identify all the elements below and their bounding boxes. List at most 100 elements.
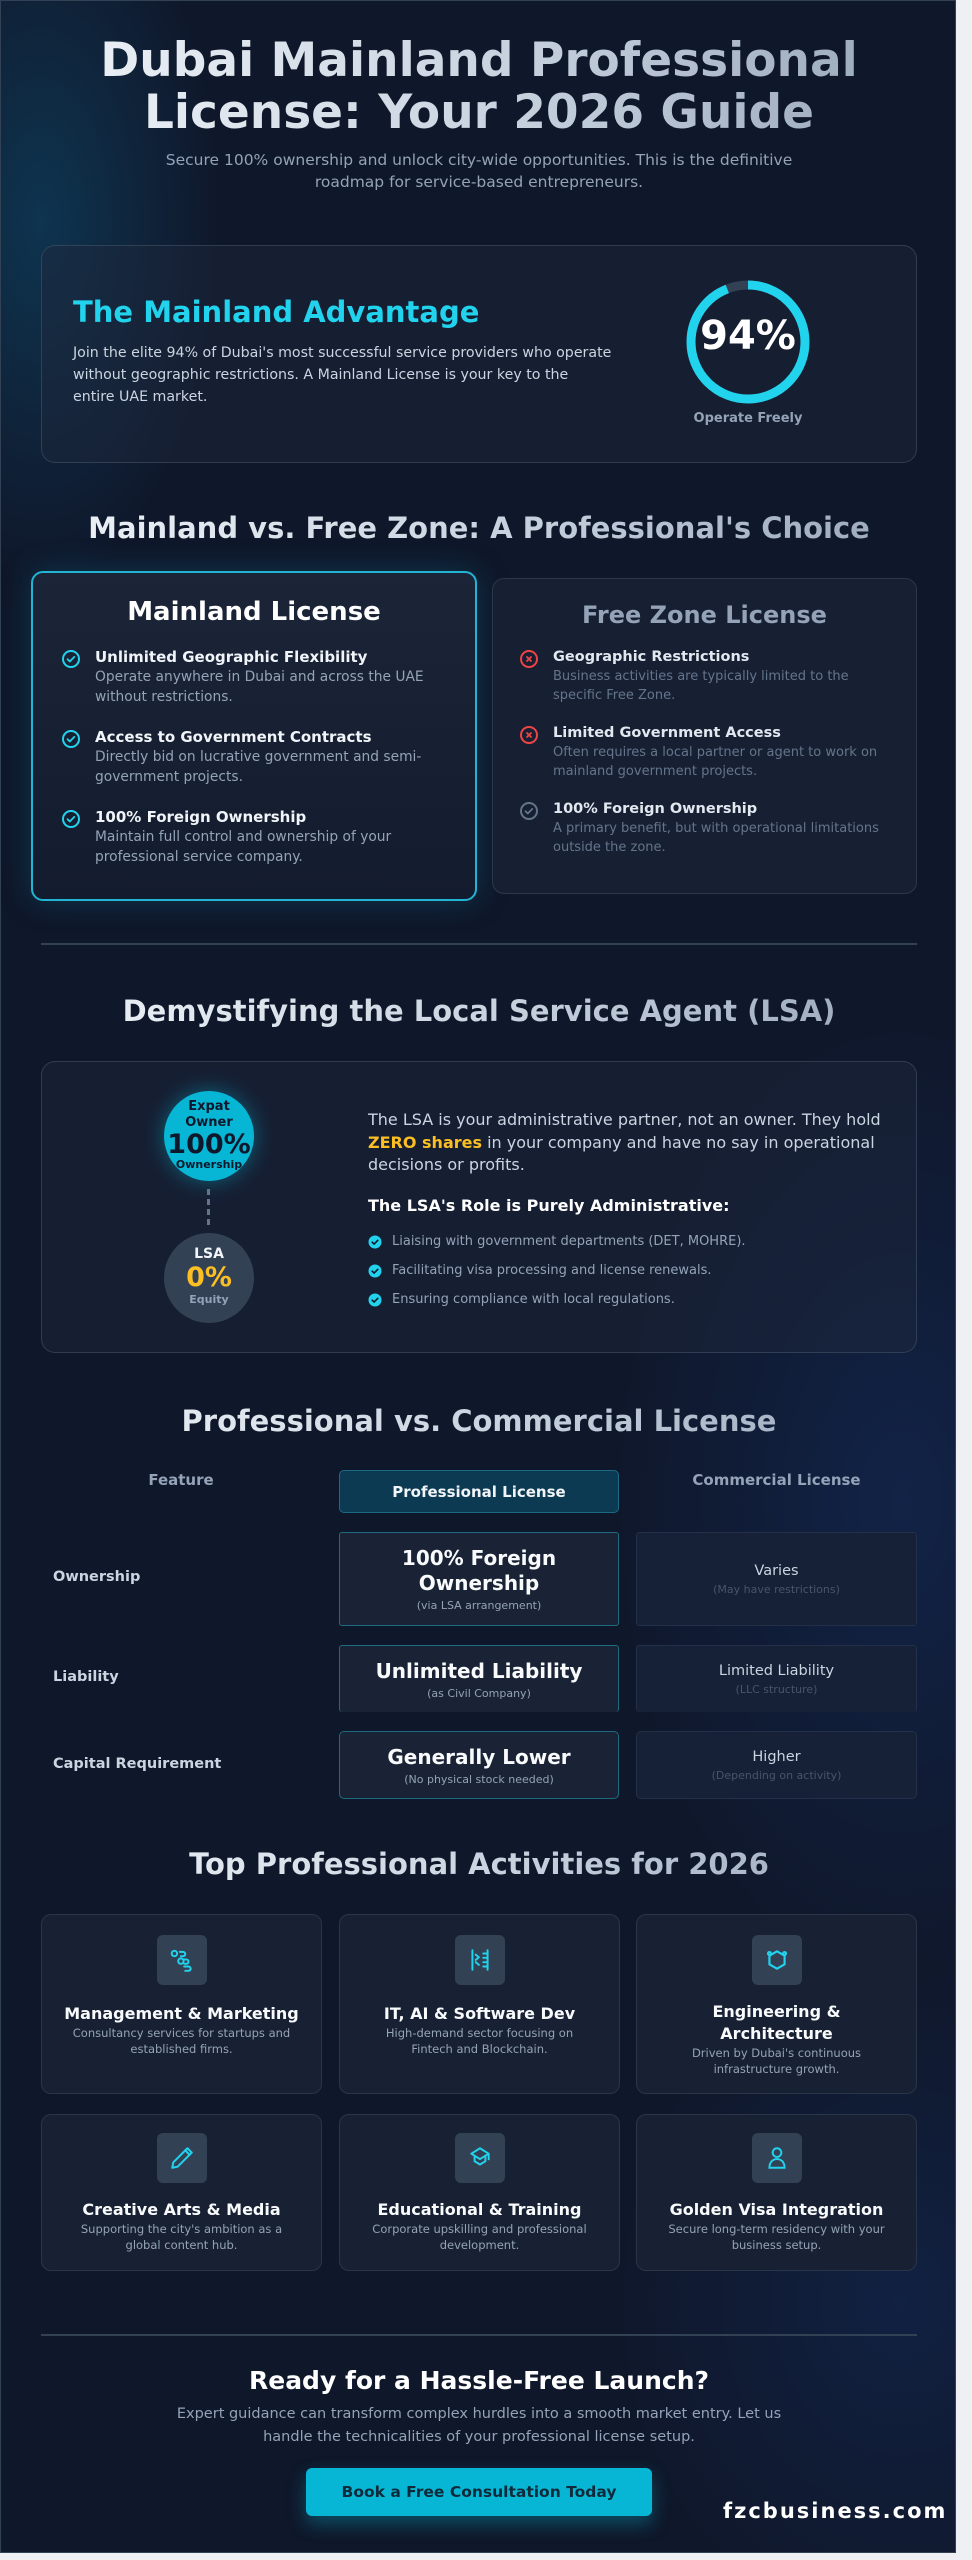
activity-title: IT, AI & Software Dev <box>383 2004 576 2023</box>
activity-desc: Consultancy services for startups and es… <box>72 2026 291 2056</box>
row-label-ownership: Ownership <box>53 1569 141 1585</box>
commercial-value: Varies <box>754 1562 799 1579</box>
feature-desc: Operate anywhere in Dubai and across the… <box>95 669 424 705</box>
feature-title: Limited Government Access <box>553 725 781 741</box>
professional-cell: Generally Lower (No physical stock neede… <box>339 1731 619 1799</box>
advantage-text: Join the elite 94% of Dubai's most succe… <box>73 345 612 405</box>
commercial-cell: Higher (Depending on activity) <box>636 1731 917 1799</box>
activity-desc: Supporting the city's ambition as a glob… <box>80 2222 283 2252</box>
professional-value: Unlimited Liability <box>375 1658 583 1683</box>
feature-desc: Directly bid on lucrative government and… <box>95 749 422 785</box>
page-title: Dubai Mainland Professional License: You… <box>1 33 955 140</box>
lsa-equity-circle: LSA 0% Equity <box>164 1233 254 1323</box>
commercial-note: (Depending on activity) <box>711 1768 842 1782</box>
activity-card: Creative Arts & Media Supporting the cit… <box>41 2114 322 2271</box>
activity-card: Educational & Training Corporate upskill… <box>339 2114 620 2271</box>
activity-title: Educational & Training <box>377 2200 582 2219</box>
section-divider <box>41 943 917 945</box>
lsa-paragraph-start: The LSA is your administrative partner, … <box>368 1110 881 1129</box>
pencil-icon <box>170 2147 193 2169</box>
feature-title: Geographic Restrictions <box>553 649 750 665</box>
lsa-title: Demystifying the Local Service Agent (LS… <box>1 994 955 1028</box>
mainland-feature: 100% Foreign Ownership Maintain full con… <box>61 807 445 867</box>
lsa-role-text: Ensuring compliance with local regulatio… <box>392 1292 675 1307</box>
feature-desc: Business activities are typically limite… <box>553 669 849 703</box>
row-label-liability: Liability <box>53 1669 119 1685</box>
activity-card: Engineering & Architecture Driven by Dub… <box>636 1914 917 2094</box>
owner-equity-circle: Expat Owner 100% Ownership <box>164 1091 254 1181</box>
row-label-capital-requirement: Capital Requirement <box>53 1756 222 1772</box>
activity-title: Engineering & Architecture <box>712 2002 841 2043</box>
mainland-feature: Unlimited Geographic Flexibility Operate… <box>61 647 445 707</box>
feature-desc: Maintain full control and ownership of y… <box>95 829 392 865</box>
free-zone-license-card: Free Zone License Geographic Restriction… <box>492 578 917 894</box>
x-circle-icon <box>520 650 538 668</box>
column-header-feature: Feature <box>148 1471 214 1489</box>
cta-text: Expert guidance can transform complex hu… <box>176 2406 782 2445</box>
activity-title: Creative Arts & Media <box>82 2200 281 2219</box>
professional-cell: Unlimited Liability (as Civil Company) <box>339 1645 619 1712</box>
section-divider <box>41 2334 917 2336</box>
professional-value: Generally Lower <box>387 1744 571 1769</box>
lsa-role-text: Liaising with government departments (DE… <box>392 1234 746 1249</box>
owner-label-line-1: Expat <box>188 1099 230 1114</box>
lsa-paragraph-end: in your company and have no say in opera… <box>368 1132 875 1175</box>
lsa-caption: Equity <box>189 1293 229 1306</box>
activity-desc: High-demand sector focusing on Fintech a… <box>385 2026 574 2056</box>
activity-desc: Corporate upskilling and professional de… <box>372 2222 587 2252</box>
professional-value: 100% Foreign Ownership <box>401 1546 557 1595</box>
check-circle-icon <box>62 810 80 828</box>
owner-label: Expat Owner <box>164 1099 254 1131</box>
advantage-title: The Mainland Advantage <box>73 295 480 329</box>
workflow-icon <box>170 1949 192 1972</box>
comparison-title: Mainland vs. Free Zone: A Professional's… <box>1 511 955 545</box>
title-line-2: License: Your 2026 Guide <box>143 85 815 140</box>
lsa-role-item: Facilitating visa processing and license… <box>368 1256 888 1285</box>
activity-title: Management & Marketing <box>64 2004 299 2023</box>
lsa-role-heading: The LSA's Role is Purely Administrative: <box>368 1196 730 1215</box>
owner-caption: Ownership <box>175 1158 243 1171</box>
owner-label-line-2: Owner <box>185 1115 233 1130</box>
activity-desc: Driven by Dubai's continuous infrastruct… <box>691 2046 862 2076</box>
activity-icon-box <box>751 2133 802 2183</box>
activity-desc: Secure long-term residency with your bus… <box>668 2222 885 2252</box>
code-icon <box>470 1949 489 1971</box>
professional-note: (No physical stock needed) <box>404 1772 554 1786</box>
lsa-role-list: Liaising with government departments (DE… <box>368 1227 888 1314</box>
professional-cell: 100% Foreign Ownership (via LSA arrangem… <box>339 1532 619 1626</box>
mainland-advantage-card <box>41 245 917 463</box>
activity-card: Management & Marketing Consultancy servi… <box>41 1914 322 2094</box>
column-header-commercial: Commercial License <box>692 1471 861 1489</box>
x-circle-icon <box>520 726 538 744</box>
professional-note: (via LSA arrangement) <box>416 1599 542 1612</box>
commercial-cell: Limited Liability (LLC structure) <box>636 1645 917 1712</box>
activity-icon-box <box>156 2133 207 2183</box>
professional-note: (as Civil Company) <box>427 1686 531 1700</box>
lsa-label: LSA <box>194 1246 224 1262</box>
lsa-role-item: Ensuring compliance with local regulatio… <box>368 1285 888 1314</box>
mainland-card-heading: Mainland License <box>127 597 381 627</box>
check-badge-icon <box>368 1264 382 1277</box>
activity-card: IT, AI & Software Dev High-demand sector… <box>339 1914 620 2094</box>
commercial-value: Limited Liability <box>718 1662 835 1679</box>
free-zone-card-heading: Free Zone License <box>582 601 827 629</box>
connector-line <box>207 1189 210 1227</box>
lsa-role-item: Liaising with government departments (DE… <box>368 1227 888 1256</box>
lsa-role-text: Facilitating visa processing and license… <box>392 1263 712 1278</box>
title-line-1: Dubai Mainland Professional <box>100 33 858 88</box>
lsa-value: 0% <box>186 1262 232 1293</box>
commercial-note: (LLC structure) <box>735 1682 818 1696</box>
activity-icon-box <box>454 1935 505 1985</box>
book-consultation-button[interactable]: Book a Free Consultation Today <box>306 2468 652 2516</box>
cta-title: Ready for a Hassle-Free Launch? <box>248 2366 710 2395</box>
feature-title: Access to Government Contracts <box>95 728 372 746</box>
mainland-license-card: Mainland License Unlimited Geographic Fl… <box>31 571 477 901</box>
check-badge-icon <box>368 1235 382 1248</box>
commercial-value: Higher <box>752 1748 801 1765</box>
check-circle-icon <box>62 730 80 748</box>
user-icon <box>767 2147 786 2169</box>
feature-desc: A primary benefit, but with operational … <box>553 821 879 855</box>
commercial-note: (May have restrictions) <box>713 1582 840 1596</box>
activity-icon-box <box>751 1935 802 1985</box>
